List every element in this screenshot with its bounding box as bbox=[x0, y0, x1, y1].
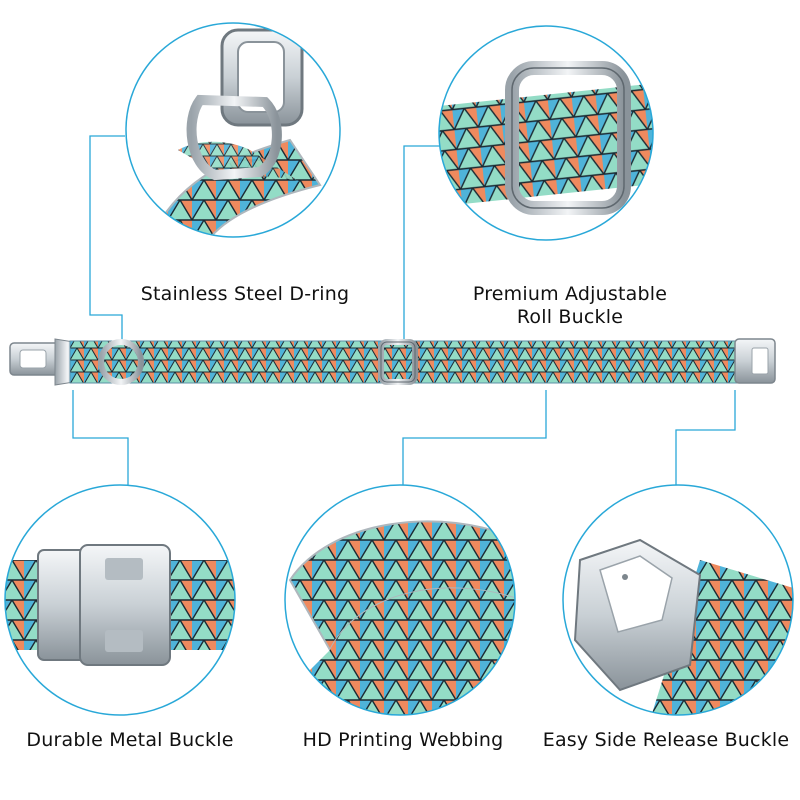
connector-side-release bbox=[675, 390, 736, 486]
label-side-release: Easy Side Release Buckle bbox=[535, 729, 797, 752]
label-roll-buckle-line1: Premium Adjustable bbox=[472, 283, 668, 305]
label-side-release-text: Easy Side Release Buckle bbox=[542, 729, 790, 751]
connector-webbing bbox=[402, 390, 547, 486]
webbing-closeup bbox=[284, 484, 516, 716]
side-release-closeup bbox=[562, 484, 794, 716]
label-roll-buckle-line2: Roll Buckle bbox=[516, 306, 624, 328]
label-metal-buckle: Durable Metal Buckle bbox=[20, 729, 240, 752]
label-roll-buckle: Premium Adjustable Roll Buckle bbox=[440, 283, 700, 329]
label-webbing: HD Printing Webbing bbox=[283, 729, 523, 752]
connector-lines bbox=[72, 135, 736, 488]
connector-d-ring bbox=[89, 135, 125, 342]
metal-buckle-closeup bbox=[4, 484, 236, 716]
connector-roll-buckle bbox=[403, 145, 440, 344]
label-d-ring-text: Stainless Steel D-ring bbox=[140, 283, 350, 305]
label-metal-buckle-text: Durable Metal Buckle bbox=[26, 729, 234, 751]
label-webbing-text: HD Printing Webbing bbox=[302, 729, 504, 751]
roll-buckle-closeup bbox=[438, 25, 654, 241]
connector-metal-buckle bbox=[72, 390, 129, 488]
label-d-ring: Stainless Steel D-ring bbox=[130, 283, 360, 306]
collar-strip bbox=[9, 338, 776, 386]
d-ring-closeup bbox=[125, 22, 341, 238]
